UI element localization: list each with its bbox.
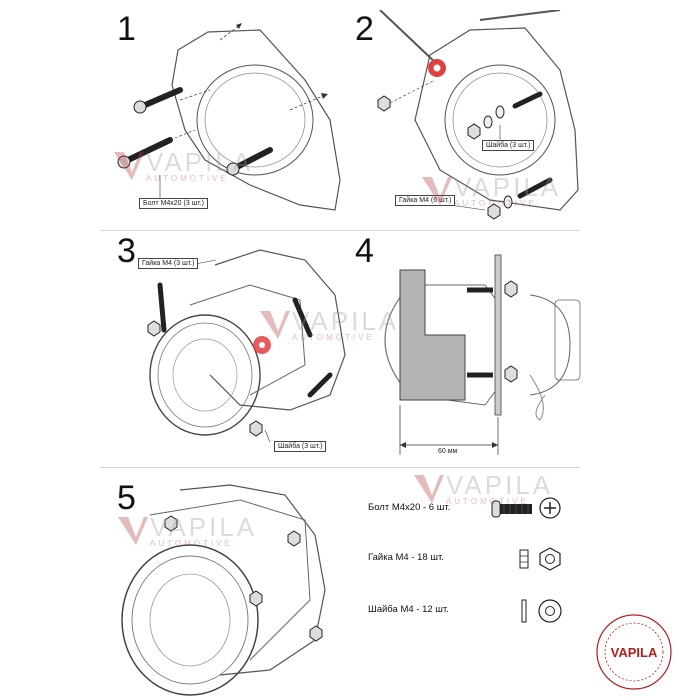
step-2-panel [360,10,590,225]
callout-bolt-m4x20: Болт M4x20 (3 шт.) [139,198,209,209]
washer-icon [495,105,505,119]
nut-icon [487,203,501,220]
legend-nut-label: Гайка M4 - 18 шт. [368,552,444,563]
bolt-icon [512,91,543,109]
bolt-icon [292,297,313,338]
step-number-5: 5 [117,479,136,517]
step-4-panel [355,245,590,465]
step-4-diagram [384,254,581,455]
svg-text:VAPILA: VAPILA [611,645,658,660]
legend-bolt-head-icon [538,496,562,520]
highlighted-washer-icon [428,59,446,77]
step-5-panel [110,480,350,700]
legend-bolt-label: Болт M4x20 - 6 шт. [368,502,451,513]
legend-nut-side-icon [518,548,530,570]
dimension-label: 60 мм [438,448,458,455]
nut-icon [249,590,263,607]
nut-icon [164,515,178,532]
nut-icon [147,320,161,337]
legend-nut-front-icon [537,546,563,572]
step-2-diagram [377,10,579,220]
step-1-panel [100,10,350,220]
step-5-diagram [121,484,326,696]
highlighted-washer-icon [253,336,271,354]
nut-icon [504,280,518,298]
legend-washer-side-icon [520,599,528,623]
callout-washer-step2: Шайба (3 шт.) [482,140,535,151]
nut-icon [309,625,323,642]
washer-icon [503,195,513,209]
step-number-2: 2 [355,10,374,48]
nut-icon [287,530,301,547]
step-1-diagram [117,23,341,211]
row-divider-1 [100,230,580,231]
callout-nut-m4-6: Гайка M4 (6 шт.) [395,195,456,206]
legend-bolt-side-icon [490,498,534,520]
step-number-4: 4 [355,232,374,270]
row-divider-2 [100,467,580,468]
step-3-panel [130,245,360,460]
bolt-icon [307,372,333,398]
step-number-1: 1 [117,10,136,48]
nut-icon [467,123,481,140]
callout-nut-m4-3: Гайка M4 (3 шт.) [138,258,199,269]
bolt-icon [133,87,183,114]
bolt-icon [226,147,273,176]
vapila-stamp: VAPILA [594,612,674,692]
step-number-3: 3 [117,232,136,270]
legend-washer-label: Шайба M4 - 12 шт. [368,604,449,615]
nut-icon [377,95,391,112]
bolt-icon [517,177,553,199]
nut-icon [504,365,518,383]
callout-washer-step3: Шайба (3 шт.) [274,441,327,452]
legend-washer-front-icon [537,598,563,624]
step-3-diagram [147,249,346,443]
washer-icon [483,115,493,129]
bolt-icon [117,137,173,169]
bolt-icon [157,282,167,333]
nut-icon [249,420,263,437]
